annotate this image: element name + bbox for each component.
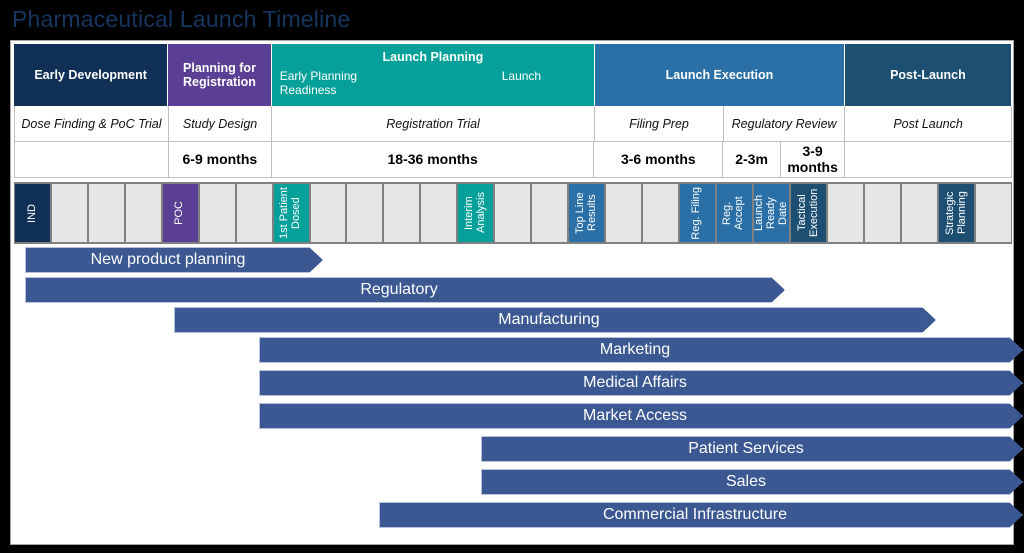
milestone-strategic-planning[interactable]: Strategic Planning [939, 184, 975, 242]
milestone-empty-26 [976, 184, 1011, 242]
milestone-reg-filing[interactable]: Reg. Filing [679, 184, 715, 242]
workstream-bar-sales[interactable]: Sales [481, 469, 1023, 495]
milestone-label: Launch Ready Date [752, 194, 789, 232]
milestone-launch-ready-date[interactable]: Launch Ready Date [752, 184, 790, 242]
phase-header-row: Early Development Planning for Registrati… [14, 44, 1012, 106]
workstream-label: Patient Services [688, 440, 804, 457]
phase-label: Launch Execution [665, 68, 774, 82]
milestone-empty-2 [88, 184, 124, 242]
workstream-bar-patient-services[interactable]: Patient Services [481, 436, 1023, 462]
milestone-empty-17 [642, 184, 678, 242]
phase-cell-launch-execution: Launch Execution [595, 44, 845, 106]
duration-label: 3-9 months [787, 142, 838, 175]
phase-label: Planning for Registration [183, 61, 256, 89]
workstream-label: Sales [725, 473, 767, 490]
subphase-cell: Registration Trial [271, 106, 595, 142]
subphase-label: Study Design [182, 116, 258, 131]
milestone-ind[interactable]: IND [15, 184, 50, 242]
milestone-empty-9 [347, 184, 383, 242]
milestone-tactical-execution[interactable]: Tactical Execution [791, 184, 827, 242]
phase-label: Post-Launch [890, 68, 966, 82]
milestone-empty-6 [236, 184, 272, 242]
subphase-label: Post Launch [893, 116, 963, 131]
subphase-cell: Study Design [167, 106, 273, 142]
workstream-label: Manufacturing [498, 311, 600, 328]
timeline-card: Early Development Planning for Registrati… [10, 40, 1014, 545]
subphase-row: Dose Finding & PoC Trial Study Design Regi… [14, 106, 1013, 142]
milestone-label: Interim Analysis [462, 192, 487, 234]
milestone-empty-23 [865, 184, 901, 242]
workstream-bar-marketing[interactable]: Marketing [259, 337, 1023, 363]
milestone-reg-accept[interactable]: Reg. Accept [716, 184, 752, 242]
duration-cell: 2-3m [722, 142, 781, 178]
phase-cell-post-launch: Post-Launch [844, 44, 1012, 106]
workstream-bar-market-access[interactable]: Market Access [259, 403, 1023, 429]
duration-cell: 18-36 months [270, 142, 595, 178]
duration-label: 18-36 months [387, 150, 478, 167]
milestone-label: IND [25, 203, 38, 223]
milestone-interim-analysis[interactable]: Interim Analysis [458, 184, 494, 242]
duration-cell [844, 142, 1012, 178]
workstream-label: Medical Affairs [583, 374, 687, 391]
workstream-bar-manufacturing[interactable]: Manufacturing [174, 307, 936, 333]
milestone-empty-3 [125, 184, 161, 242]
milestone-label: Tactical Execution [795, 188, 820, 238]
duration-cell [14, 142, 169, 178]
milestone-label: Reg. Accept [721, 196, 746, 230]
workstream-bar-regulatory[interactable]: Regulatory [25, 277, 785, 303]
milestone-empty-22 [828, 184, 864, 242]
page-title: Pharmaceutical Launch Timeline [12, 6, 351, 32]
subphase-cell: Post Launch [844, 106, 1013, 142]
milestone-empty-1 [51, 184, 87, 242]
milestone-label: Reg. Filing [690, 186, 703, 240]
milestone-empty-10 [384, 184, 420, 242]
workstream-bar-commercial-infrastructure[interactable]: Commercial Infrastructure [379, 502, 1023, 528]
workstream-label: New product planning [90, 251, 246, 268]
duration-row: 6-9 months 18-36 months 3-6 months 2-3m 3-9 … [14, 142, 1012, 178]
timeline-table: Early Development Planning for Registrati… [14, 44, 1013, 178]
subphase-label: Registration Trial [386, 116, 480, 131]
milestone-1st-patient-dosed[interactable]: 1st Patient Dosed [273, 184, 309, 242]
milestone-label: POC [173, 201, 186, 225]
workstream-label: Commercial Infrastructure [602, 506, 788, 523]
subphase-label: Filing Prep [629, 116, 689, 131]
subphase-label: Dose Finding & PoC Trial [21, 116, 162, 131]
workstream-label: Market Access [582, 407, 688, 424]
subphase-cell: Dose Finding & PoC Trial [14, 106, 169, 142]
phase-sublabel-left: Early Planning Readiness [279, 69, 358, 97]
milestone-strip: IND POC 1st Patient Dosed Interim Analysis T… [14, 182, 1012, 244]
workstream-label: Marketing [599, 341, 671, 358]
phase-label: Early Development [34, 68, 147, 82]
duration-label: 2-3m [735, 150, 768, 167]
milestone-empty-24 [902, 184, 938, 242]
milestone-empty-14 [532, 184, 568, 242]
subphase-label: Regulatory Review [731, 116, 837, 131]
duration-cell: 3-9 months [779, 142, 846, 178]
phase-cell-early-development: Early Development [14, 44, 169, 106]
milestone-empty-13 [495, 184, 531, 242]
milestone-top-line-results[interactable]: Top Line Results [569, 184, 604, 242]
milestone-empty-11 [421, 184, 457, 242]
duration-cell: 3-6 months [593, 142, 724, 178]
workstream-label: Regulatory [360, 281, 438, 298]
duration-label: 6-9 months [182, 150, 258, 167]
milestone-poc[interactable]: POC [162, 184, 198, 242]
phase-label: Launch Planning [382, 50, 484, 64]
subphase-cell: Filing Prep [593, 106, 725, 142]
milestone-label: 1st Patient Dosed [278, 187, 303, 239]
duration-label: 3-6 months [620, 150, 696, 167]
subphase-cell: Regulatory Review [723, 106, 846, 142]
workstream-bar-new-product-planning[interactable]: New product planning [25, 247, 323, 273]
milestone-empty-8 [310, 184, 346, 242]
milestone-empty-16 [606, 184, 641, 242]
milestone-empty-5 [199, 184, 235, 242]
duration-cell: 6-9 months [167, 142, 272, 178]
phase-sublabel-right: Launch [501, 69, 542, 83]
milestone-label: Top Line Results [573, 192, 598, 234]
phase-cell-planning-for-registration: Planning for Registration [168, 44, 272, 106]
milestone-label: Strategic Planning [943, 191, 968, 235]
workstream-bar-medical-affairs[interactable]: Medical Affairs [259, 370, 1023, 396]
